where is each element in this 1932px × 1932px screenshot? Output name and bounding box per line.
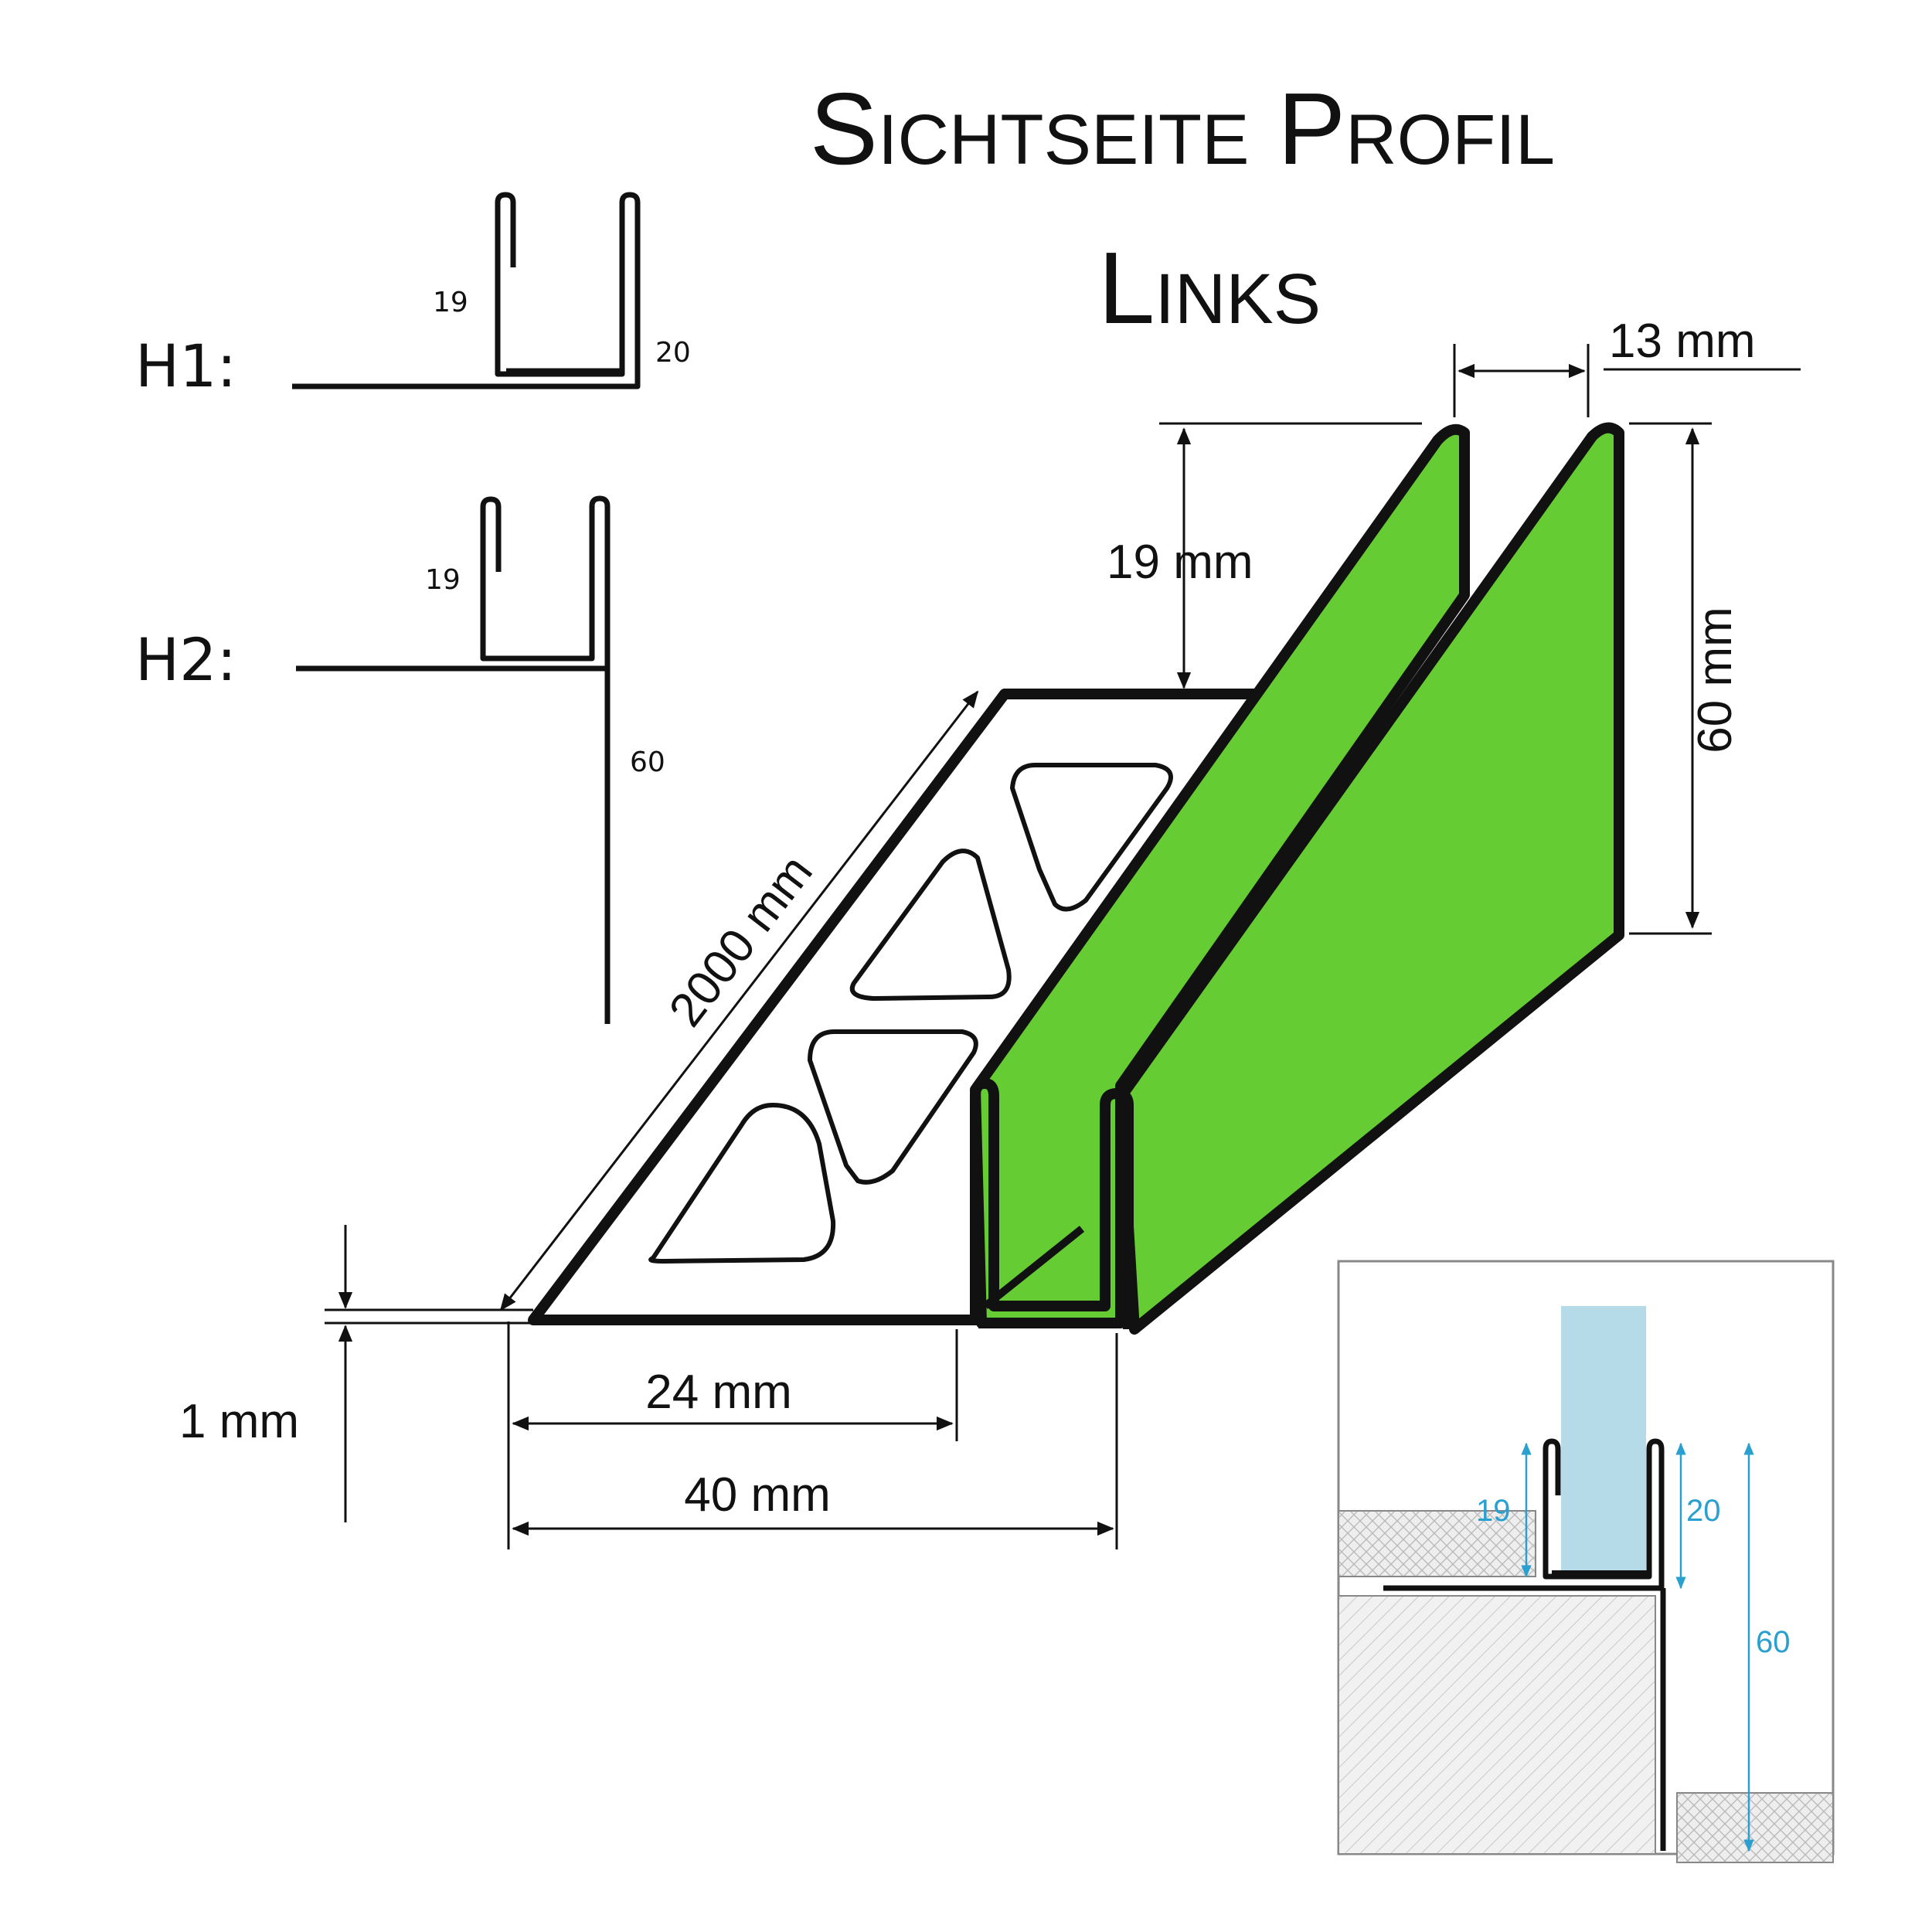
dim-24mm-label: 24 mm — [645, 1366, 791, 1419]
dim-40mm: 40 mm — [512, 1333, 1118, 1549]
title-line-1: Sichtseite Profil — [810, 72, 1555, 185]
dim-1mm: 1 mm — [179, 1225, 533, 1522]
dim-1mm-label: 1 mm — [179, 1395, 299, 1448]
dim-19mm-label: 19 mm — [1107, 536, 1253, 589]
h1-dim-20: 20 — [655, 337, 691, 369]
h1-profile-outline — [292, 192, 641, 389]
inset-concrete — [1338, 1595, 1656, 1855]
h1-dim-19: 19 — [433, 287, 468, 318]
inset-dim-19: 19 — [1476, 1494, 1511, 1528]
inset-section-view: 19 20 60 — [1337, 1260, 1835, 1863]
h2-section: H2: 19 60 — [135, 495, 665, 1024]
h2-dim-60: 60 — [630, 747, 665, 778]
dim-13mm-label: 13 mm — [1609, 315, 1755, 368]
inset-profile — [1383, 1438, 1665, 1591]
inset-lower-tile — [1676, 1792, 1834, 1863]
perforation-4 — [1009, 763, 1173, 912]
h2-label: H2: — [135, 625, 236, 694]
dim-24mm: 24 mm — [507, 1321, 958, 1549]
dim-60mm: 60 mm — [1629, 422, 1742, 935]
dim-13mm: 13 mm — [1453, 315, 1801, 417]
outer-wall-face — [1115, 422, 1624, 1335]
inset-dim-60: 60 — [1756, 1625, 1791, 1659]
h2-dim-19: 19 — [425, 564, 461, 596]
h2-profile-outline — [296, 495, 611, 672]
inset-dim-20: 20 — [1686, 1494, 1721, 1528]
inset-tile-layer — [1338, 1510, 1536, 1577]
profile-3d — [528, 422, 1624, 1335]
dim-40mm-label: 40 mm — [684, 1468, 830, 1522]
dim-19mm: 19 mm — [1107, 422, 1422, 689]
u-channel-front — [970, 1078, 1134, 1329]
title-line-2: Links — [1098, 231, 1321, 345]
h1-section: H1: 19 20 — [135, 192, 691, 400]
h1-label: H1: — [135, 332, 236, 400]
inset-glass-panel — [1561, 1306, 1646, 1573]
dim-60mm-label: 60 mm — [1689, 607, 1742, 753]
